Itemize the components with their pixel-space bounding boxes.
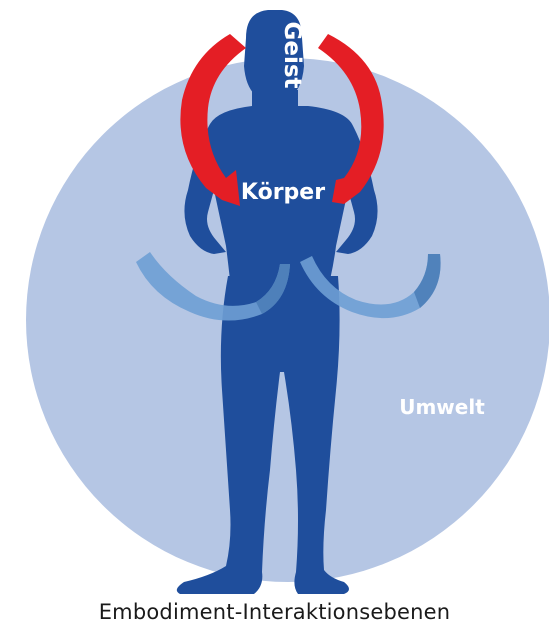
label-geist: Geist — [279, 21, 305, 88]
label-koerper: Körper — [241, 180, 325, 205]
diagram-caption: Embodiment-Interaktionsebenen — [0, 600, 549, 624]
label-umwelt: Umwelt — [399, 395, 485, 419]
